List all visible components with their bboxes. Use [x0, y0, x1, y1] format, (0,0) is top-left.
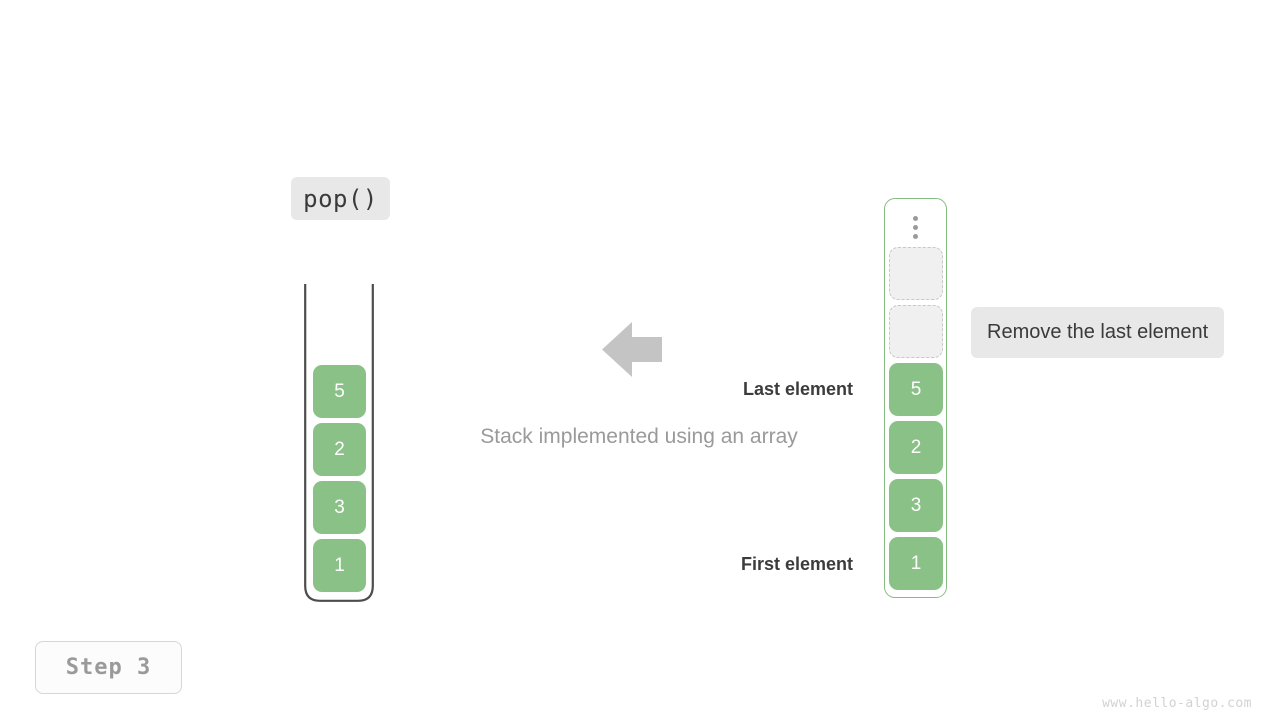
array-cell-list: 5 2 3 1 — [889, 247, 943, 590]
array-cell: 5 — [889, 363, 943, 416]
ellipsis-dot — [913, 215, 918, 221]
stack-cell: 3 — [313, 481, 366, 534]
watermark: www.hello-algo.com — [1102, 696, 1252, 711]
ellipsis-dot — [913, 224, 918, 230]
annotation-last-element: Last element — [742, 379, 853, 399]
stack-walls-icon — [304, 284, 374, 602]
ellipsis-dot — [913, 233, 918, 239]
operation-note: Remove the last element — [971, 307, 1225, 358]
stack-container: 5 2 3 1 — [304, 284, 374, 602]
operation-label: pop() — [291, 177, 390, 220]
vertical-ellipsis-icon — [885, 207, 946, 247]
diagram-caption: Stack implemented using an array — [0, 425, 1280, 449]
step-badge: Step 3 — [35, 641, 182, 694]
array-cell: 1 — [889, 537, 943, 590]
array-empty-slot — [889, 305, 943, 358]
arrow-left-icon — [602, 322, 662, 377]
annotation-first-element: First element — [740, 554, 853, 574]
stack-cell: 1 — [313, 539, 366, 592]
diagram-caption-text: Stack implemented using an array — [480, 425, 798, 448]
array-cell: 3 — [889, 479, 943, 532]
array-empty-slot — [889, 247, 943, 300]
array-cell: 2 — [889, 421, 943, 474]
array-container: 5 2 3 1 — [884, 198, 947, 598]
stack-cell-list: 5 2 3 1 — [313, 365, 366, 592]
stack-cell: 5 — [313, 365, 366, 418]
stack-cell: 2 — [313, 423, 366, 476]
